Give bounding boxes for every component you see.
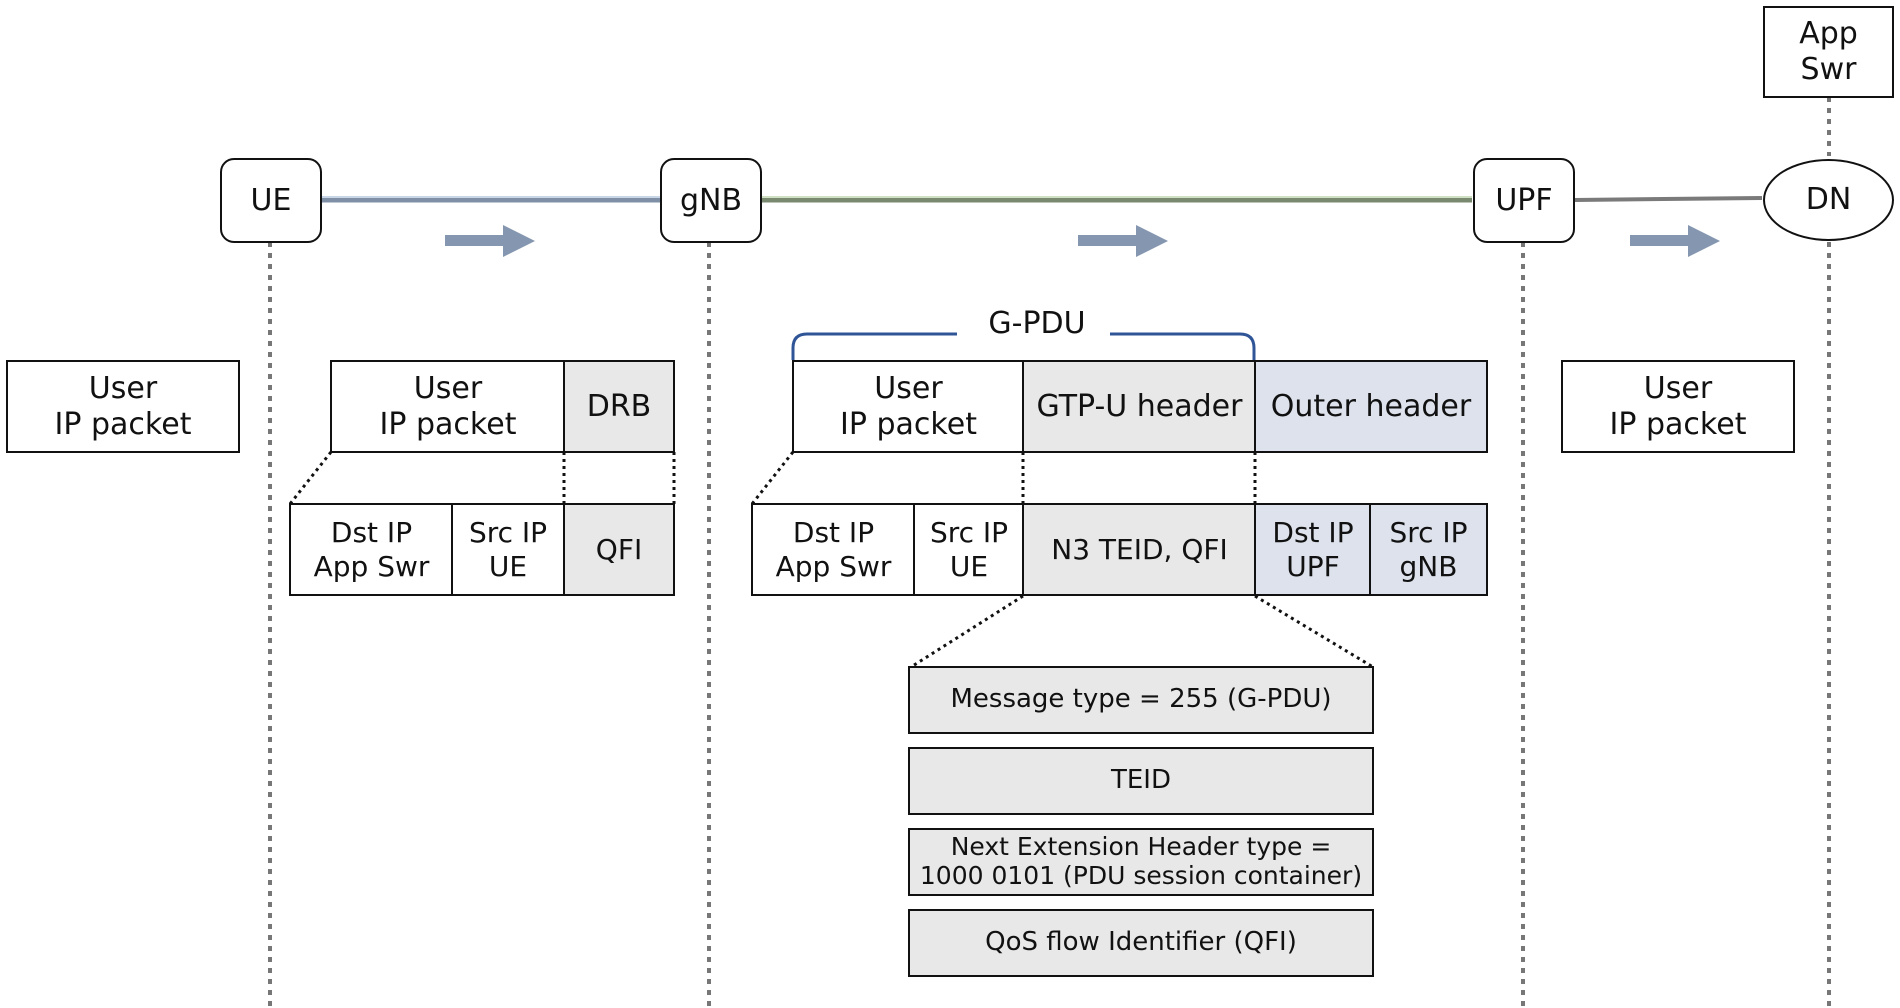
user-ip-packet: User IP packet (330, 360, 566, 453)
drb-header: DRB (563, 360, 675, 453)
right-arrow-icon (445, 225, 535, 257)
outer-src-ip-field: Src IP gNB (1369, 503, 1488, 596)
src-ip-field: Src IP UE (913, 503, 1025, 596)
right-arrow-icon (1078, 225, 1168, 257)
expand-line (1254, 594, 1374, 669)
gpdu-brace-right (1103, 332, 1256, 360)
qfi-field: QFI (563, 503, 675, 596)
qfi-field: QoS flow Identifier (QFI) (908, 909, 1374, 977)
dst-ip-field: Dst IP App Swr (289, 503, 454, 596)
expand-line (910, 594, 1024, 669)
user-ip-packet: User IP packet (792, 360, 1025, 453)
teid-field: TEID (908, 747, 1374, 815)
app-server-box: App Swr (1763, 6, 1894, 98)
gpdu-brace-left (791, 332, 957, 360)
src-ip-field: Src IP UE (451, 503, 565, 596)
message-type-field: Message type = 255 (G-PDU) (908, 666, 1374, 734)
ue-node: UE (220, 158, 322, 243)
outer-header: Outer header (1254, 360, 1488, 453)
upf-dn-link (1574, 196, 1763, 202)
gnb-node: gNB (660, 158, 762, 243)
upf-node: UPF (1473, 158, 1575, 243)
right-arrow-icon (1630, 225, 1720, 257)
expand-line (288, 451, 333, 505)
dst-ip-field: Dst IP App Swr (751, 503, 916, 596)
user-ip-packet: User IP packet (1561, 360, 1795, 453)
gtp-u-header: GTP-U header (1022, 360, 1257, 453)
expand-line (750, 451, 795, 505)
dn-node: DN (1763, 159, 1894, 241)
gpdu-label: G-PDU (964, 306, 1110, 341)
user-ip-packet: User IP packet (6, 360, 240, 453)
next-extension-header-field: Next Extension Header type = 1000 0101 (… (908, 828, 1374, 896)
outer-dst-ip-field: Dst IP UPF (1254, 503, 1372, 596)
n3-teid-qfi-field: N3 TEID, QFI (1022, 503, 1257, 596)
